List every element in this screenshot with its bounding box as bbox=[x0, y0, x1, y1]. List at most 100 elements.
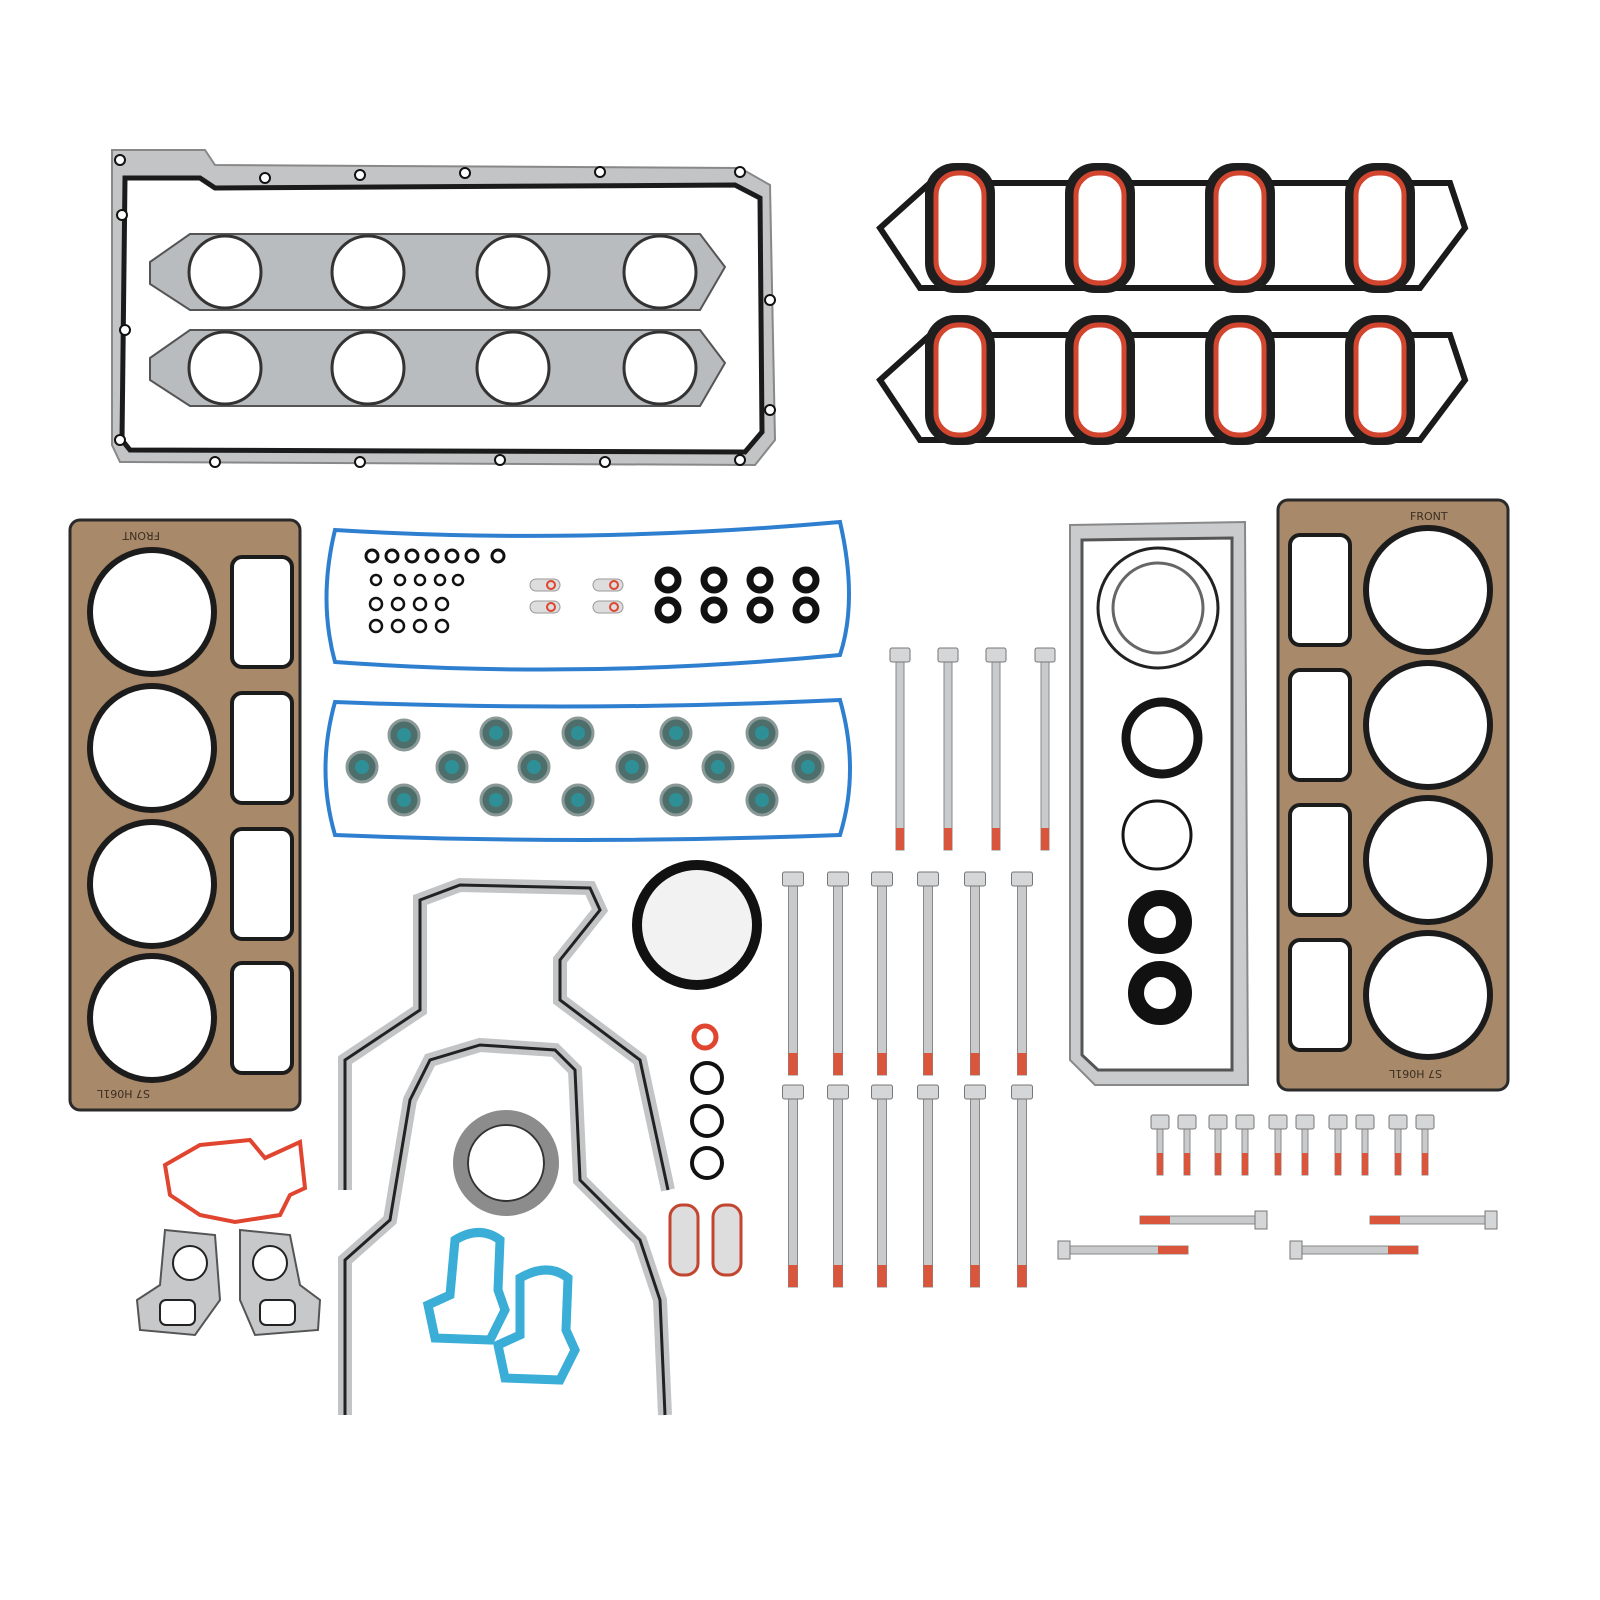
thermostat-gaskets-teal bbox=[422, 1228, 580, 1385]
bolt-hole bbox=[734, 166, 746, 178]
bolt bbox=[889, 647, 911, 851]
bolt bbox=[937, 647, 959, 851]
thread-locker bbox=[1302, 1153, 1308, 1175]
thread-locker bbox=[1388, 1246, 1418, 1254]
valve-stem-seal-center bbox=[445, 760, 459, 774]
thread-locker bbox=[992, 828, 1000, 850]
bolt-head bbox=[782, 871, 804, 887]
intake-port bbox=[1073, 170, 1127, 286]
spark-plug-tube-seal bbox=[700, 596, 728, 624]
bolt-hole bbox=[734, 454, 746, 466]
bolt bbox=[1388, 1114, 1408, 1176]
thread-locker bbox=[1158, 1246, 1188, 1254]
bolt-head bbox=[1295, 1114, 1315, 1130]
spark-plug-tube-seal bbox=[700, 566, 728, 594]
bolt-head bbox=[1355, 1114, 1375, 1130]
valve-stem-seal-center bbox=[625, 760, 639, 774]
bolt-head bbox=[782, 1084, 804, 1100]
valve-cover-gasket-bottom bbox=[323, 697, 852, 842]
stamp-front-right: FRONT bbox=[1410, 510, 1448, 523]
o-ring bbox=[433, 573, 447, 587]
bolt-horizontal bbox=[1057, 1240, 1189, 1260]
thread-locker bbox=[1335, 1153, 1341, 1175]
bolt-horizontal bbox=[1139, 1210, 1268, 1230]
thread-locker bbox=[1275, 1153, 1281, 1175]
o-ring bbox=[368, 618, 384, 634]
bolt-hole bbox=[764, 294, 776, 306]
intake-port bbox=[933, 322, 987, 438]
valley-plate-gasket bbox=[1069, 520, 1250, 1086]
bolt bbox=[1235, 1114, 1255, 1176]
bolt-head bbox=[964, 871, 986, 887]
bolt-head bbox=[1268, 1114, 1288, 1130]
bolt bbox=[985, 647, 1007, 851]
bolt-head bbox=[1328, 1114, 1348, 1130]
spark-plug-tube-seal bbox=[654, 596, 682, 624]
bolt-hole bbox=[354, 456, 366, 468]
o-ring bbox=[413, 573, 427, 587]
bolt bbox=[1150, 1114, 1170, 1176]
o-ring bbox=[546, 602, 556, 612]
cylinder-head-gasket-left: FRONT S7 H061L bbox=[68, 518, 302, 1112]
rear-main-seal bbox=[632, 860, 762, 990]
bolt-hole bbox=[459, 167, 471, 179]
o-ring bbox=[609, 580, 619, 590]
o-ring bbox=[390, 618, 406, 634]
bolt-hole bbox=[764, 404, 776, 416]
bolt-hole bbox=[116, 209, 128, 221]
valve-cover-gasket-top bbox=[324, 519, 851, 672]
bolt-head bbox=[985, 647, 1007, 663]
bolt bbox=[1011, 1084, 1033, 1288]
exhaust-port bbox=[187, 234, 263, 310]
bolt-hole bbox=[594, 166, 606, 178]
bolt-head bbox=[871, 1084, 893, 1100]
o-ring bbox=[368, 596, 384, 612]
bolt-head bbox=[937, 647, 959, 663]
thread-locker bbox=[896, 828, 904, 850]
bolt-head bbox=[871, 871, 893, 887]
bolt-head bbox=[1034, 647, 1056, 663]
exhaust-port bbox=[622, 234, 698, 310]
cylinder-bore bbox=[1363, 660, 1493, 790]
bolt-hole bbox=[599, 456, 611, 468]
bolt bbox=[917, 871, 939, 1076]
bolt-head bbox=[1150, 1114, 1170, 1130]
bolt bbox=[1328, 1114, 1348, 1176]
o-ring bbox=[369, 573, 383, 587]
bolt-head bbox=[1057, 1240, 1071, 1260]
thread-locker bbox=[833, 1265, 843, 1287]
o-ring bbox=[490, 548, 506, 564]
bolt-horizontal bbox=[1289, 1240, 1419, 1260]
bolt-head bbox=[1415, 1114, 1435, 1130]
o-ring bbox=[390, 596, 406, 612]
spark-plug-tube-seal bbox=[746, 596, 774, 624]
bolt bbox=[827, 871, 849, 1076]
spark-plug-tube-seal bbox=[792, 566, 820, 594]
valve-stem-seal-center bbox=[669, 726, 683, 740]
intake-gasket bbox=[876, 315, 1469, 445]
stamp-part-left: S7 H061L bbox=[96, 1087, 150, 1100]
valve-stem-seal-center bbox=[397, 728, 411, 742]
bolt-head bbox=[1388, 1114, 1408, 1130]
small-o-rings bbox=[690, 1023, 724, 1180]
valve-stem-seal-center bbox=[489, 793, 503, 807]
valve-stem-seal-center bbox=[711, 760, 725, 774]
o-ring bbox=[546, 580, 556, 590]
thread-locker bbox=[1370, 1216, 1400, 1224]
bolt-head bbox=[1289, 1240, 1303, 1260]
water-pump-gaskets-steel bbox=[135, 1228, 322, 1337]
valve-stem-seal-center bbox=[755, 793, 769, 807]
intake-manifold-gaskets bbox=[876, 163, 1469, 445]
cylinder-bore bbox=[1363, 795, 1493, 925]
valve-stem-seal-center bbox=[355, 760, 369, 774]
coolant-passage bbox=[1288, 803, 1352, 917]
bolt-head bbox=[1011, 1084, 1033, 1100]
intake-port bbox=[1353, 170, 1407, 286]
thread-locker bbox=[1017, 1265, 1027, 1287]
thread-locker bbox=[970, 1265, 980, 1287]
bolt-hole bbox=[114, 434, 126, 446]
intake-port bbox=[933, 170, 987, 286]
valve-stem-seal-center bbox=[755, 726, 769, 740]
bolt-head bbox=[827, 1084, 849, 1100]
thread-locker bbox=[877, 1265, 887, 1287]
